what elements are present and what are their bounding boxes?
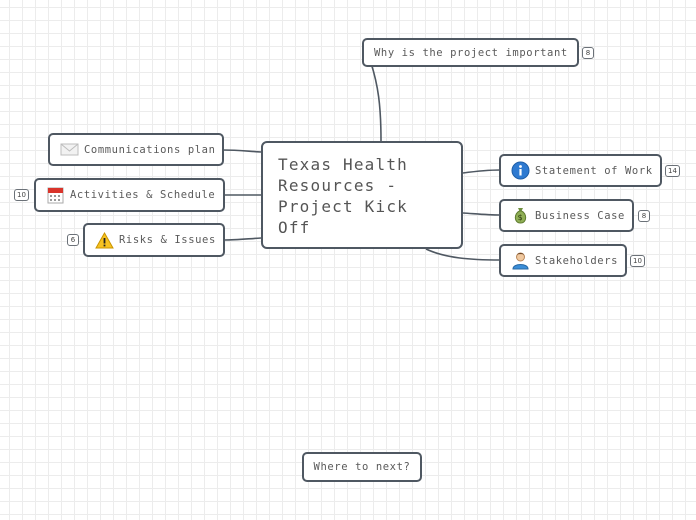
topic-statement-of-work[interactable]: Statement of Work xyxy=(499,154,662,187)
topic-stakeholders[interactable]: Stakeholders xyxy=(499,244,627,277)
svg-text:$: $ xyxy=(518,213,524,222)
risks-count-badge: 6 xyxy=(67,234,79,246)
stakeholders-count-badge: 10 xyxy=(630,255,645,267)
central-topic[interactable]: Texas Health Resources - Project Kick Of… xyxy=(261,141,463,249)
topic-business-case[interactable]: $ Business Case xyxy=(499,199,634,232)
warning-icon xyxy=(95,231,114,250)
info-icon xyxy=(511,161,530,180)
statement-count-badge: 14 xyxy=(665,165,680,177)
business-count-badge: 8 xyxy=(638,210,650,222)
topic-business-case-label: Business Case xyxy=(535,209,625,222)
floating-topic-where-next[interactable]: Where to next? xyxy=(302,452,422,482)
topic-communications-plan-label: Communications plan xyxy=(84,143,216,156)
connector-risks xyxy=(223,237,262,241)
topic-stakeholders-label: Stakeholders xyxy=(535,254,619,267)
topic-activities-schedule[interactable]: Activities & Schedule xyxy=(34,178,225,212)
connector-why xyxy=(370,62,382,142)
connector-stakeholders xyxy=(425,248,501,261)
topic-activities-schedule-label: Activities & Schedule xyxy=(70,189,216,201)
person-icon xyxy=(511,251,530,270)
topic-risks-issues-label: Risks & Issues xyxy=(119,234,216,246)
floating-topic-label: Where to next? xyxy=(313,461,411,473)
topic-statement-of-work-label: Statement of Work xyxy=(535,164,653,177)
topic-risks-issues[interactable]: Risks & Issues xyxy=(83,223,225,257)
why-count-badge: 8 xyxy=(582,47,594,59)
calendar-icon xyxy=(46,186,65,205)
envelope-icon xyxy=(60,140,79,159)
topic-why-important[interactable]: Why is the project important xyxy=(362,38,579,67)
connector-statement xyxy=(462,169,501,174)
money-bag-icon: $ xyxy=(511,206,530,225)
activities-count-badge: 10 xyxy=(14,189,29,201)
topic-why-important-label: Why is the project important xyxy=(374,46,568,59)
topic-communications-plan[interactable]: Communications plan xyxy=(48,133,224,166)
connector-communications xyxy=(222,149,262,153)
connector-business xyxy=(462,212,501,216)
central-topic-label: Texas Health Resources - Project Kick Of… xyxy=(278,155,408,237)
